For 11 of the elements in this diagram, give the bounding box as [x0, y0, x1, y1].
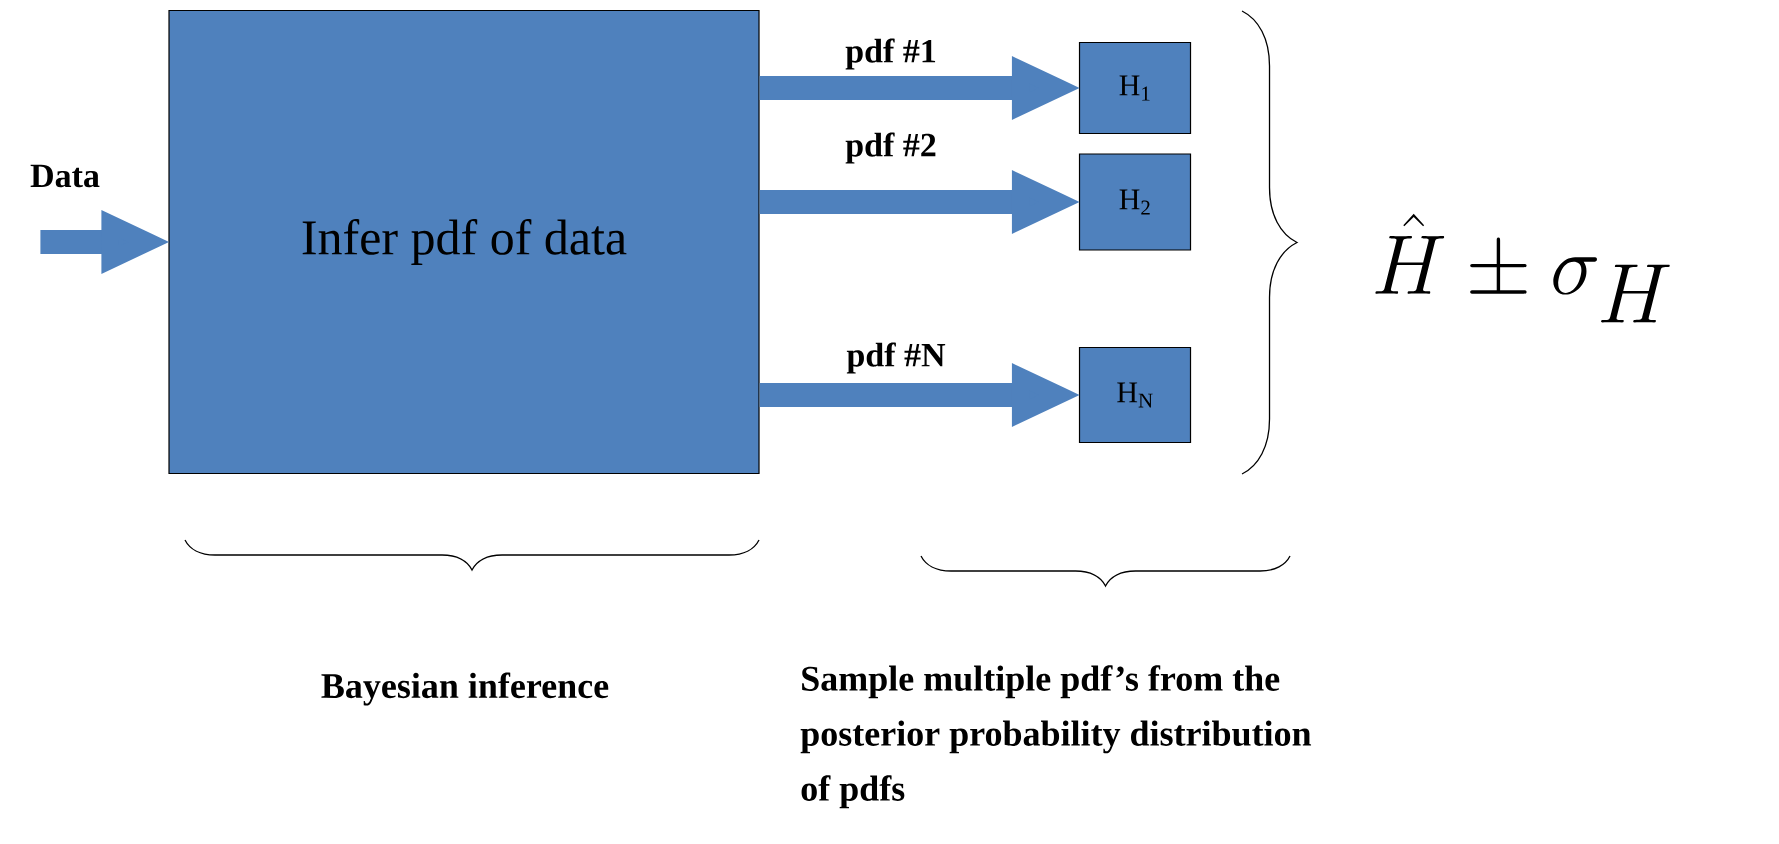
- formula: $\hat{H} \pm \sigma_{H}$: [1375, 213, 1670, 323]
- edge-label: pdf #2: [845, 132, 936, 164]
- caption: Bayesian inference: [321, 672, 609, 706]
- edge-label: pdf #N: [846, 342, 946, 374]
- process-box: Infer pdf of data: [168, 9, 760, 475]
- output-box: H$_{2}$: [1078, 153, 1192, 251]
- edge-label: pdf #1: [845, 38, 936, 70]
- caption: Sample multiple pdf’s from the posterior probability distribution of pdfs: [800, 665, 1312, 809]
- output-box: H$_{N}$: [1078, 346, 1192, 444]
- edge-label: Data: [30, 164, 100, 188]
- output-box: H$_{1}$: [1078, 41, 1192, 135]
